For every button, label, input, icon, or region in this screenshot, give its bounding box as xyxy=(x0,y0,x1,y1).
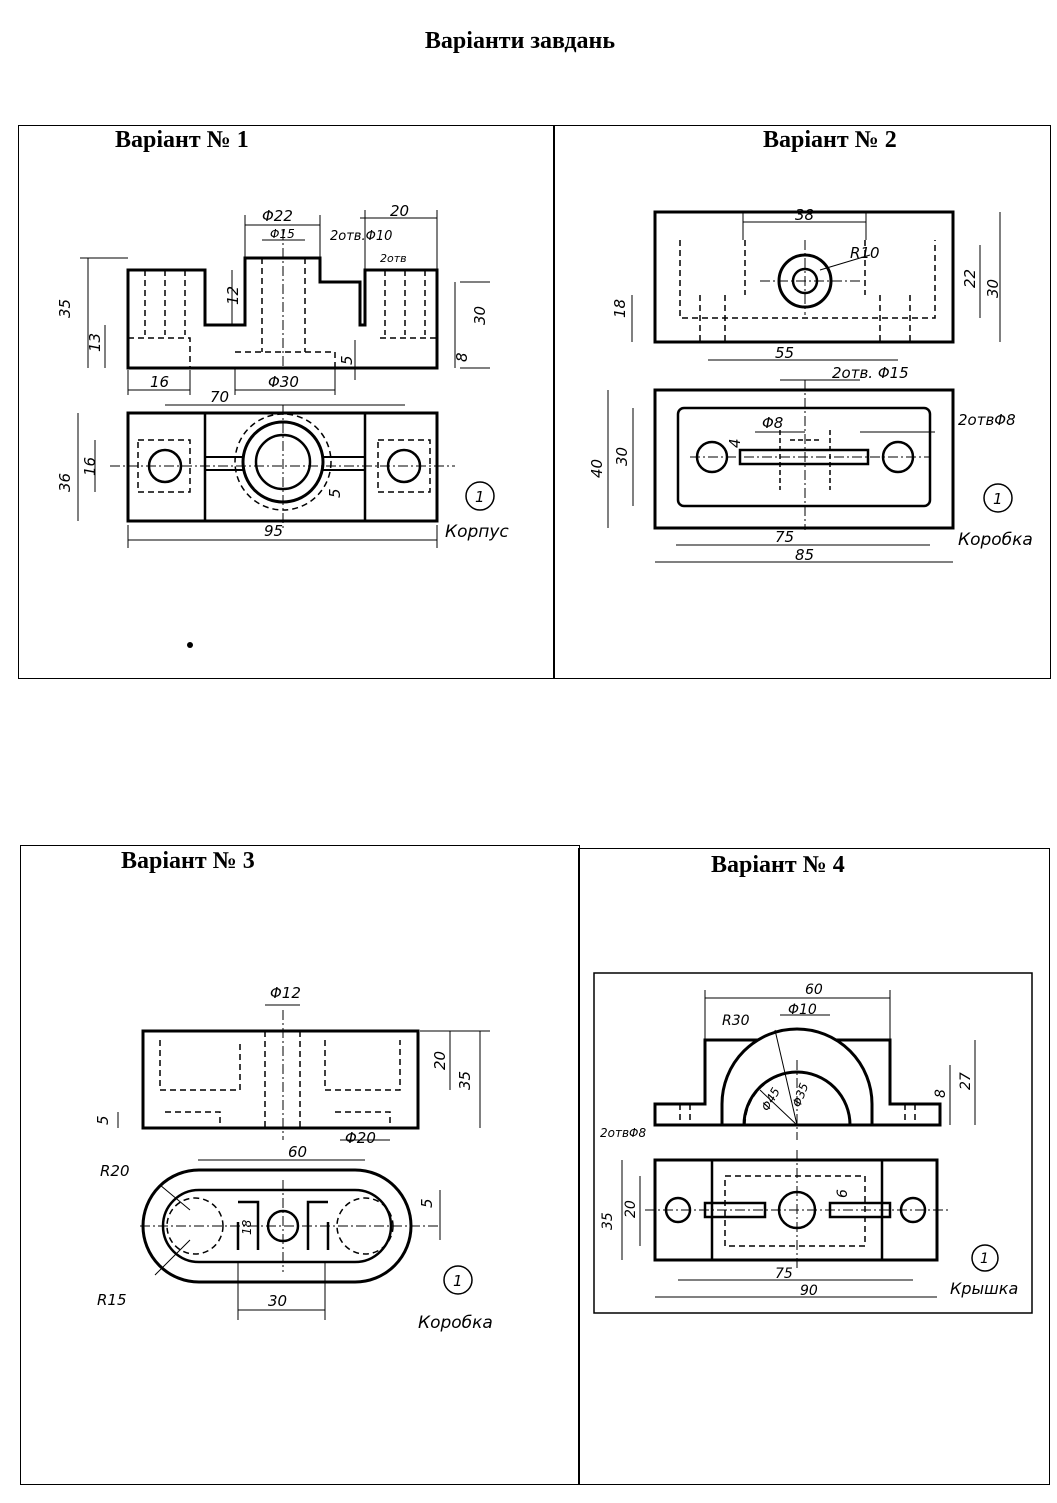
v4-part-name: Крышка xyxy=(950,1279,1018,1298)
v1-dim-w20: 20 xyxy=(390,202,409,220)
v4-dim-h6: 6 xyxy=(835,1189,851,1198)
v1-dim-w16: 16 xyxy=(150,373,169,391)
v2-dim-h40: 40 xyxy=(588,459,606,478)
v4-dim-h20: 20 xyxy=(623,1200,639,1218)
v2-dim-w85: 85 xyxy=(795,546,814,564)
v2-dim-h22: 22 xyxy=(961,269,979,288)
v3-dim-h5: 5 xyxy=(94,1115,112,1125)
v4-dim-d35: Φ35 xyxy=(790,1081,812,1109)
v1-dim-w5b: 5 xyxy=(326,488,344,498)
variant-3-heading: Варіант № 3 xyxy=(121,848,255,874)
v2-dim-w75: 75 xyxy=(775,528,794,546)
v3-dim-h5b: 5 xyxy=(418,1198,436,1208)
v2-dim-h30: 30 xyxy=(984,279,1002,298)
variant-2-panel xyxy=(553,125,1051,679)
variant-4-heading: Варіант № 4 xyxy=(711,852,845,878)
v4-dim-d45: Φ45 xyxy=(758,1085,782,1113)
v1-dim-d22: Φ22 xyxy=(262,207,293,225)
v3-dim-d20: Φ20 xyxy=(345,1129,376,1147)
v1-dim-h16: 16 xyxy=(81,457,99,476)
v1-part-name: Корпус xyxy=(445,522,509,542)
v3-dim-w60: 60 xyxy=(288,1143,307,1161)
v4-dim-h35: 35 xyxy=(600,1212,616,1230)
v4-dim-h27: 27 xyxy=(958,1072,974,1090)
variant-1-heading: Варіант № 1 xyxy=(115,127,249,153)
v3-dim-d12: Φ12 xyxy=(270,984,301,1002)
variant-1-panel xyxy=(18,125,555,679)
v2-dim-w55: 55 xyxy=(775,344,794,362)
v4-part-number: 1 xyxy=(980,1251,989,1267)
v3-dim-r20: R20 xyxy=(100,1162,130,1180)
v3-dim-r15: R15 xyxy=(97,1291,127,1309)
v1-dim-holes: 2отв xyxy=(380,252,407,265)
v1-dim-h36: 36 xyxy=(56,473,74,492)
v3-part-name: Коробка xyxy=(418,1313,493,1333)
v4-dim-w60: 60 xyxy=(805,982,823,998)
v4-dim-r30: R30 xyxy=(722,1013,750,1029)
v3-dim-h35: 35 xyxy=(456,1071,474,1090)
v4-dim-h8: 8 xyxy=(933,1089,949,1098)
v2-dim-h18: 18 xyxy=(611,299,629,318)
v1-dim-d15: Φ15 xyxy=(270,227,295,241)
v1-dim-w70: 70 xyxy=(210,388,229,406)
variant-3-panel xyxy=(20,845,580,1485)
v1-dim-holes10: 2отв.Φ10 xyxy=(330,229,392,244)
v2-dim-w38: 38 xyxy=(795,206,814,224)
v1-dim-h12: 12 xyxy=(224,286,242,305)
v1-dim-w95: 95 xyxy=(264,522,283,540)
v2-dim-h30b: 30 xyxy=(613,447,631,466)
v2-part-name: Коробка xyxy=(958,530,1033,550)
page-title: Варіанти завдань xyxy=(424,28,616,54)
v1-dim-h8: 8 xyxy=(453,352,471,362)
v2-dim-holes8: 2отвΦ8 xyxy=(958,411,1016,429)
v4-dim-w75: 75 xyxy=(775,1266,793,1282)
v4-dim-d10: Φ10 xyxy=(788,1002,817,1018)
v2-dim-d8: Φ8 xyxy=(762,414,783,432)
v1-dim-h5: 5 xyxy=(338,355,356,365)
v1-dim-d30: Φ30 xyxy=(268,373,299,391)
v1-dim-h35: 35 xyxy=(56,299,74,318)
v1-dim-h30: 30 xyxy=(471,306,489,325)
v4-dim-w90: 90 xyxy=(800,1283,818,1299)
v2-dim-holes15: 2отв. Φ15 xyxy=(832,364,909,382)
v1-dim-h13: 13 xyxy=(86,333,104,352)
variant-4-panel xyxy=(578,848,1050,1485)
v4-dim-holes8: 2отвΦ8 xyxy=(600,1126,646,1140)
variant-2-heading: Варіант № 2 xyxy=(763,127,897,153)
v3-dim-w30: 30 xyxy=(268,1292,287,1310)
v2-part-number: 1 xyxy=(993,490,1003,508)
v2-dim-r10: R10 xyxy=(850,244,880,262)
v3-dim-h18: 18 xyxy=(240,1219,254,1235)
v2-dim-h4: 4 xyxy=(726,438,744,448)
v1-part-number: 1 xyxy=(475,488,485,506)
v3-part-number: 1 xyxy=(453,1272,463,1290)
v3-dim-h20: 20 xyxy=(431,1051,449,1070)
